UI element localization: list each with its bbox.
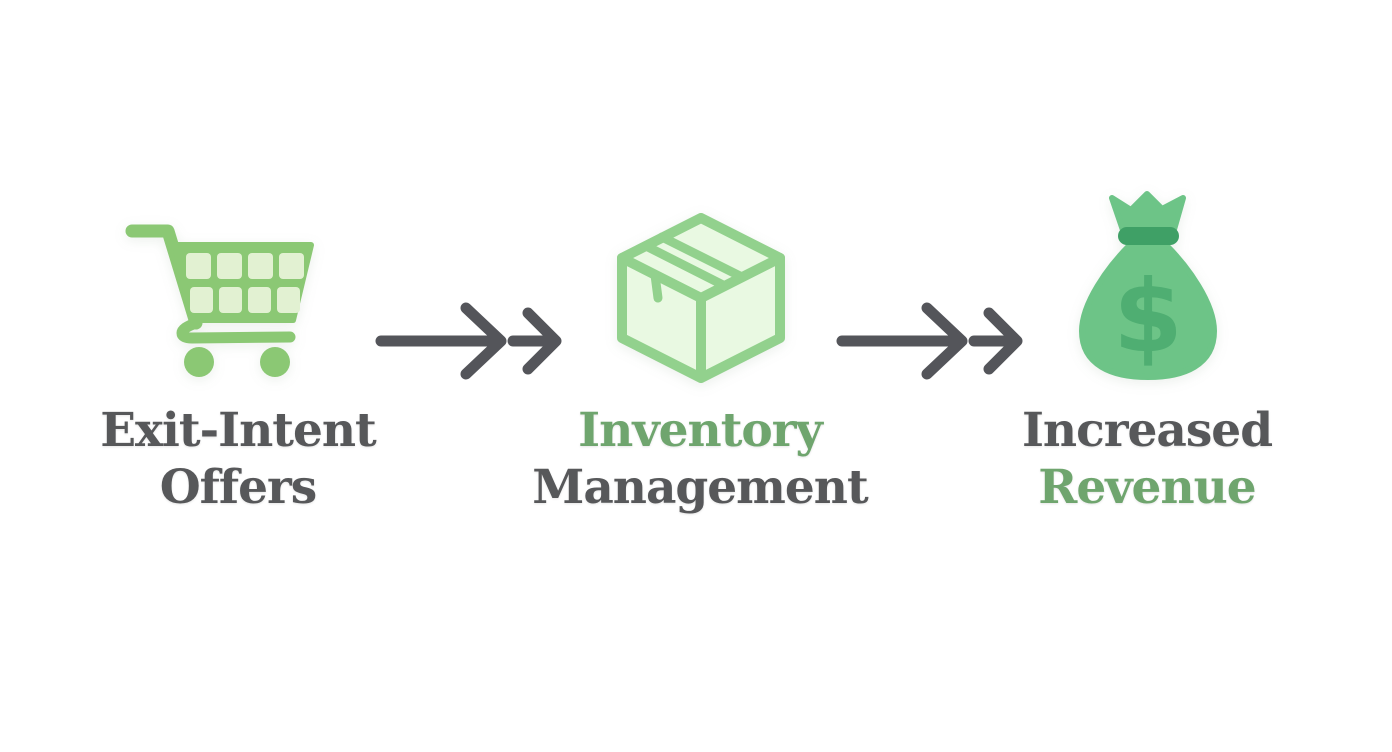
cart-wheel-right (260, 347, 290, 377)
bag-sack (1079, 242, 1217, 380)
dollar-sign: $ (1113, 258, 1183, 375)
box-edges (617, 253, 785, 383)
cart-basket-cells (186, 253, 304, 313)
arrow-head-short (983, 307, 1023, 375)
box-tape-tab (650, 270, 663, 303)
label-line: Increased (1021, 403, 1273, 458)
shopping-cart-icon (118, 212, 348, 387)
box-tape-bottom (641, 241, 730, 291)
bag-tie-band (1118, 227, 1179, 245)
step-label-increased-revenue: Increased Revenue (927, 402, 1367, 516)
step-label-exit-intent-offers: Exit-Intent Offers (18, 402, 458, 516)
flow-arrow-1 (375, 300, 570, 382)
step-label-inventory-management: Inventory Management (480, 402, 920, 516)
bag-ruffle (1109, 191, 1186, 236)
label-line: Management (532, 460, 868, 515)
money-bag-icon: $ (1068, 163, 1228, 385)
arrow-head-long (921, 302, 968, 380)
label-line: Exit-Intent (100, 403, 377, 458)
label-line: Revenue (1038, 460, 1256, 515)
box-tape-top (657, 232, 747, 282)
flow-arrow-2 (836, 300, 1031, 382)
label-line: Offers (159, 460, 318, 515)
cart-base-bar (176, 317, 296, 344)
package-box-icon (612, 205, 792, 385)
arrow-head-short (522, 307, 562, 375)
arrow-head-long (460, 302, 507, 380)
cart-wheel-left (184, 347, 214, 377)
label-line: Inventory (578, 403, 823, 458)
